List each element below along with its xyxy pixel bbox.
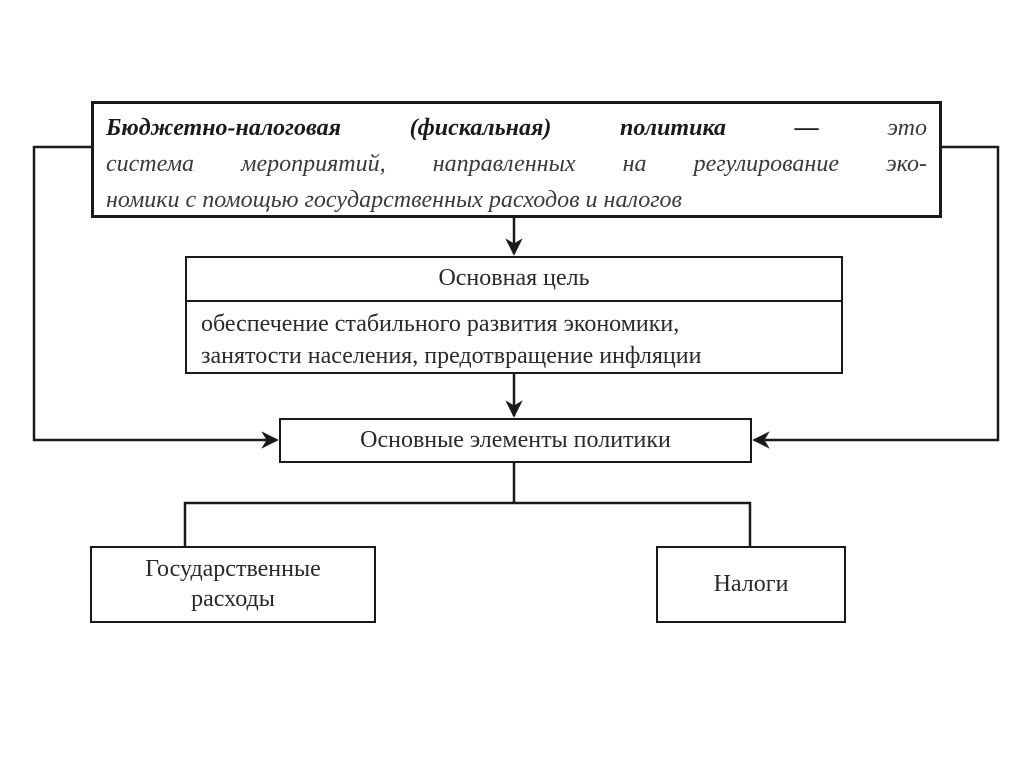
- spending-line-1: Государственные: [145, 556, 321, 582]
- definition-line-3: номики с помощью государственных расходо…: [106, 187, 682, 213]
- definition-line-1: Бюджетно-налоговая (фискальная) политика…: [106, 110, 927, 146]
- spending-box: Государственные расходы: [90, 546, 376, 623]
- arrow-left-loop: [32, 145, 279, 449]
- connector-branch-horizontal: [183, 501, 752, 546]
- arrow-right-loop: [752, 145, 1000, 449]
- goal-title: Основная цель: [187, 258, 841, 302]
- definition-line-1-rest: это: [887, 115, 927, 141]
- definition-term: Бюджетно-налоговая (фискальная) политика…: [106, 115, 819, 141]
- goal-description: обеспечение стабильного развития экономи…: [187, 302, 841, 372]
- goal-line-1: обеспечение стабильного развития экономи…: [201, 311, 680, 337]
- taxes-box: Налоги: [656, 546, 846, 623]
- elements-box: Основные элементы политики: [279, 418, 752, 463]
- definition-box: Бюджетно-налоговая (фискальная) политика…: [91, 101, 942, 218]
- goal-box: Основная цель обеспечение стабильного ра…: [185, 256, 843, 374]
- spending-line-2: расходы: [191, 586, 275, 612]
- definition-line-2: система мероприятий, направленных на рег…: [106, 151, 927, 177]
- goal-line-2: занятости населения, предотвращение инфл…: [201, 343, 702, 369]
